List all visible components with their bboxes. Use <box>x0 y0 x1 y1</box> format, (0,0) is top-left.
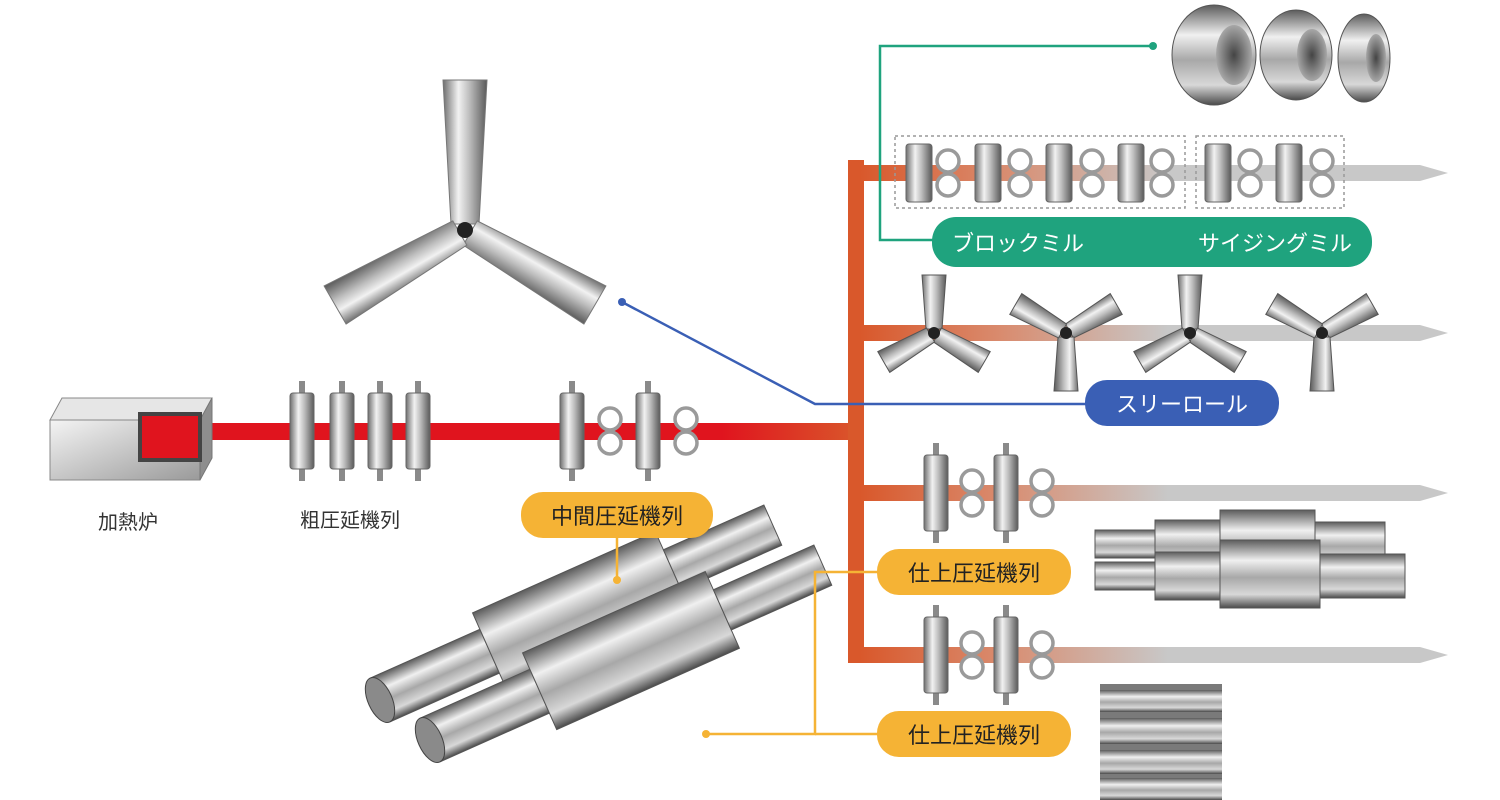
three-roll-label: スリーロール <box>1085 380 1279 426</box>
block-mill-stands <box>894 135 1345 209</box>
roughing-mill-label: 粗圧延機列 <box>300 508 400 532</box>
finishing-callout-line <box>706 570 878 736</box>
block-mill-callout-line <box>878 44 1153 242</box>
finishing-roll-photo <box>1094 509 1406 609</box>
three-roll-callout-line <box>621 300 1090 406</box>
block-mill-label: ブロックミル <box>952 232 1085 257</box>
finishing-mill-label-1: 仕上圧延機列 <box>877 549 1071 595</box>
main-rolling-line <box>170 423 860 440</box>
branch-trunk <box>848 160 864 663</box>
intermediate-mill-label: 中間圧延機列 <box>521 492 713 538</box>
block-mill-sizing-mill-badge: ブロックミル サイジングミル <box>932 217 1372 267</box>
finishing-mill-label-2: 仕上圧延機列 <box>877 711 1071 757</box>
grooved-roll-photo <box>364 504 833 763</box>
three-roll-illustration <box>323 79 607 325</box>
sizing-mill-label: サイジングミル <box>1197 232 1352 257</box>
roll-groove-closeup <box>1100 684 1222 800</box>
furnace-label: 加熱炉 <box>98 510 158 534</box>
ring-roll-icon <box>1171 4 1391 106</box>
furnace-box-icon <box>49 397 213 481</box>
